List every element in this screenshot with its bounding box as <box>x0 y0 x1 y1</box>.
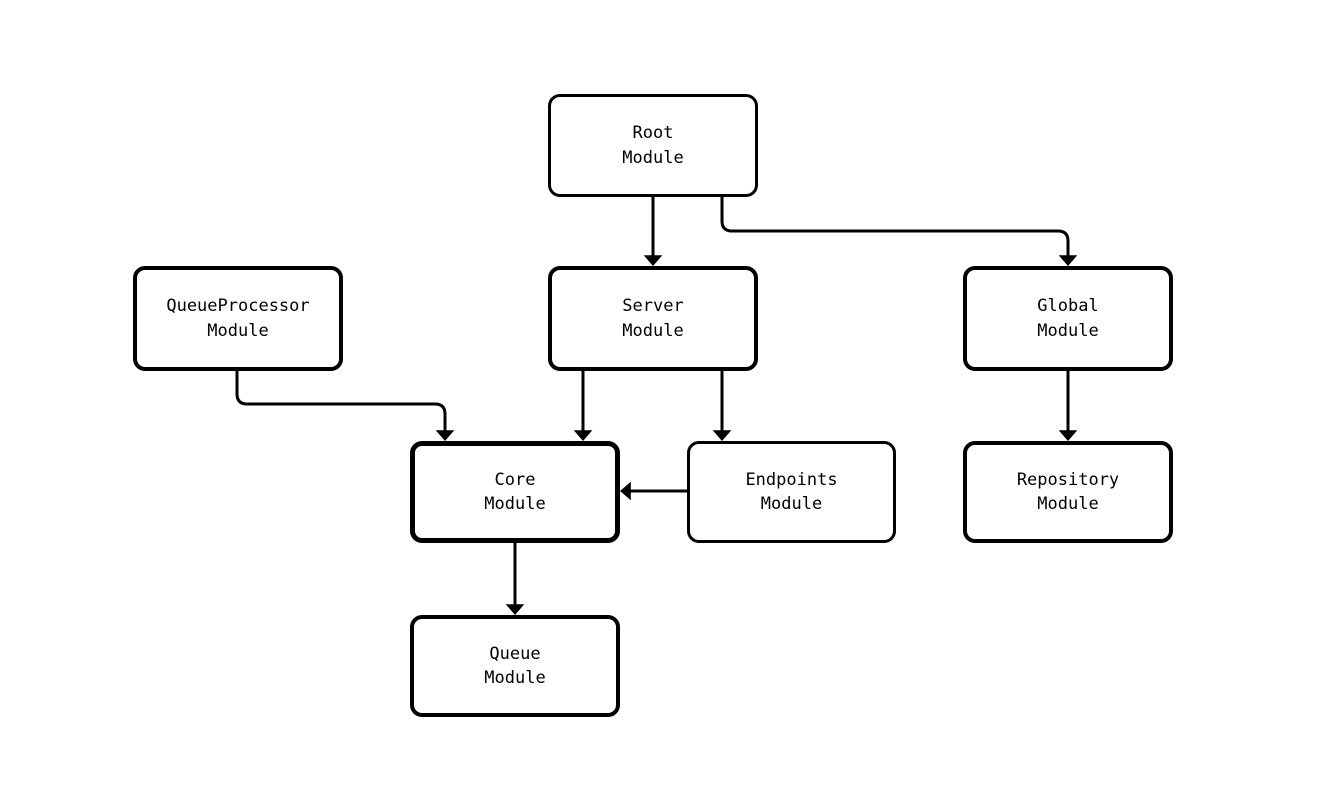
arrowhead-icon <box>1058 255 1078 266</box>
node-queueprocessor-module-suffix: Module <box>207 320 269 341</box>
arrowhead-icon <box>620 481 631 501</box>
node-core-module-name: Core <box>494 469 536 490</box>
node-queue-module-suffix: Module <box>484 668 546 688</box>
edge-line <box>720 197 1070 258</box>
edge-root-to-global <box>720 197 1078 266</box>
node-endpoints-module-suffix: Module <box>760 494 823 514</box>
edge-queueprocessor-to-core <box>235 371 455 441</box>
node-root-module[interactable]: Root Module <box>548 94 758 197</box>
arrowhead-icon <box>505 604 525 615</box>
edge-line <box>235 371 447 433</box>
arrowhead-icon <box>573 430 593 441</box>
node-repository-module[interactable]: Repository Module <box>963 441 1173 543</box>
node-global-module-name: Global <box>1037 296 1099 317</box>
node-root-module-suffix: Module <box>622 147 684 168</box>
edge-core-to-queue <box>505 543 525 615</box>
node-queue-module[interactable]: Queue Module <box>410 615 620 717</box>
arrowhead-icon <box>643 255 663 266</box>
edge-global-to-repository <box>1058 371 1078 441</box>
node-queueprocessor-module[interactable]: QueueProcessor Module <box>133 266 343 371</box>
node-repository-module-name: Repository <box>1016 469 1120 490</box>
node-core-module-suffix: Module <box>484 494 546 514</box>
node-server-module-name: Server <box>622 296 684 317</box>
node-server-module-suffix: Module <box>622 320 684 341</box>
node-global-module-suffix: Module <box>1037 320 1099 341</box>
node-global-module[interactable]: Global Module <box>963 266 1173 371</box>
edge-server-to-endpoints <box>712 371 732 441</box>
arrowhead-icon <box>712 430 732 441</box>
node-repository-module-suffix: Module <box>1037 494 1099 514</box>
edge-endpoints-to-core <box>620 481 687 501</box>
arrowhead-icon <box>1058 430 1078 441</box>
edge-server-to-core <box>573 371 593 441</box>
node-root-module-name: Root <box>632 123 674 144</box>
node-queueprocessor-module-name: QueueProcessor <box>166 296 310 317</box>
node-core-module[interactable]: Core Module <box>410 441 620 543</box>
arrowhead-icon <box>435 430 455 441</box>
node-endpoints-module[interactable]: Endpoints Module <box>687 441 896 543</box>
node-server-module[interactable]: Server Module <box>548 266 758 371</box>
node-queue-module-name: Queue <box>489 643 541 664</box>
node-endpoints-module-name: Endpoints <box>745 469 838 490</box>
edge-root-to-server <box>643 197 663 266</box>
